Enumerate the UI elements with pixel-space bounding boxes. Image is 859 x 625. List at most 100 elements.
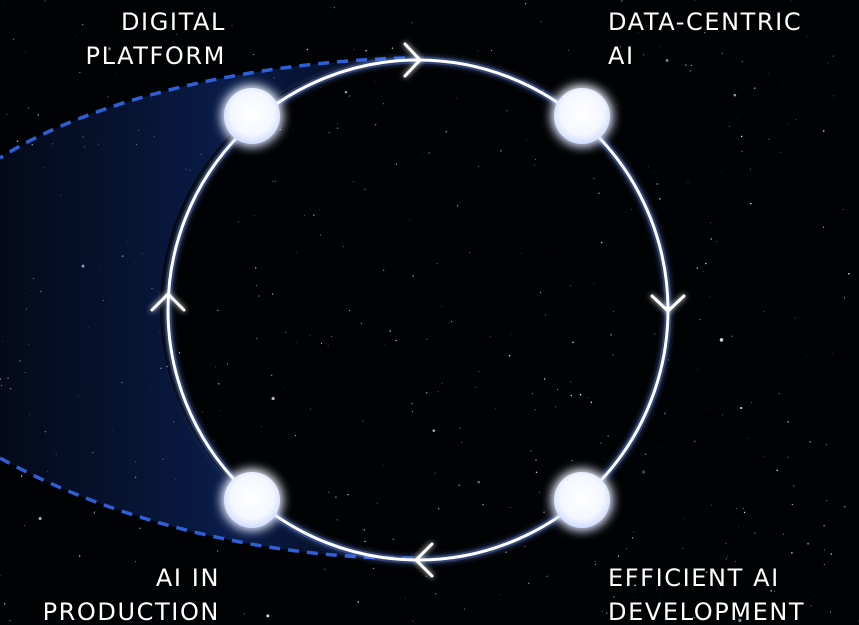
star xyxy=(795,119,797,121)
node-ai-in-production xyxy=(224,472,280,528)
star xyxy=(508,354,511,357)
star xyxy=(449,322,451,324)
star xyxy=(749,168,752,170)
star xyxy=(598,192,600,194)
star xyxy=(332,308,333,310)
star xyxy=(809,441,811,443)
star xyxy=(607,435,609,437)
star xyxy=(535,471,538,474)
star xyxy=(337,123,338,125)
arrow-bottom-left-icon xyxy=(414,542,434,578)
star xyxy=(709,296,710,298)
star xyxy=(690,64,692,66)
star xyxy=(644,425,645,426)
star xyxy=(44,0,46,2)
star xyxy=(617,555,620,557)
star xyxy=(27,107,30,109)
star xyxy=(383,464,385,466)
star xyxy=(570,394,573,397)
label-line: DIGITAL xyxy=(120,8,226,36)
star xyxy=(783,83,785,84)
star xyxy=(328,131,330,134)
star xyxy=(411,402,413,405)
star xyxy=(437,507,440,510)
star xyxy=(283,386,284,388)
star xyxy=(689,70,692,72)
star xyxy=(743,511,746,514)
star xyxy=(365,49,367,52)
star xyxy=(833,95,835,97)
star xyxy=(349,310,351,312)
star xyxy=(348,95,351,97)
star xyxy=(567,49,570,52)
star xyxy=(702,271,704,273)
star xyxy=(431,293,433,294)
star xyxy=(741,150,743,153)
star xyxy=(478,371,480,372)
star xyxy=(252,53,254,56)
star xyxy=(623,212,625,213)
star xyxy=(331,335,333,337)
star xyxy=(747,438,749,439)
star xyxy=(569,381,572,383)
star xyxy=(587,396,589,398)
star xyxy=(658,447,660,448)
star xyxy=(595,564,596,565)
star xyxy=(728,22,730,24)
star xyxy=(303,214,305,217)
star xyxy=(404,597,406,599)
star xyxy=(178,352,181,354)
star xyxy=(787,421,789,423)
star xyxy=(543,511,545,513)
star xyxy=(616,104,618,105)
star xyxy=(603,458,604,459)
star xyxy=(831,352,833,354)
star xyxy=(475,386,477,388)
star xyxy=(445,130,447,133)
star xyxy=(829,611,832,613)
star xyxy=(463,608,466,610)
star xyxy=(787,456,789,459)
star xyxy=(740,406,743,410)
star xyxy=(145,48,148,50)
star xyxy=(296,252,297,254)
star xyxy=(176,34,177,36)
star xyxy=(709,222,711,224)
star xyxy=(807,36,809,38)
star xyxy=(425,391,428,394)
star xyxy=(360,322,362,324)
star xyxy=(598,525,600,526)
star xyxy=(261,426,262,427)
label-line: PRODUCTION xyxy=(42,598,220,625)
star xyxy=(490,335,491,337)
star xyxy=(545,314,547,316)
star xyxy=(848,273,850,275)
star xyxy=(555,406,557,408)
star xyxy=(783,533,784,535)
star xyxy=(336,519,338,521)
star xyxy=(256,284,257,286)
star xyxy=(477,480,481,484)
star xyxy=(600,442,602,444)
star xyxy=(830,553,833,555)
star xyxy=(794,317,796,319)
star xyxy=(726,558,728,560)
star xyxy=(738,618,742,623)
star xyxy=(734,561,737,563)
star xyxy=(642,470,646,474)
star xyxy=(505,551,507,553)
star xyxy=(362,420,364,422)
star xyxy=(770,590,772,592)
star xyxy=(613,596,615,598)
star xyxy=(306,48,309,51)
star xyxy=(279,128,281,131)
star xyxy=(613,311,614,312)
star xyxy=(4,603,6,605)
star xyxy=(309,334,311,337)
label-efficient-ai-development: EFFICIENT AI DEVELOPMENT xyxy=(608,561,805,625)
star xyxy=(327,344,329,346)
star xyxy=(76,36,77,37)
star xyxy=(421,153,423,155)
label-line: AI IN xyxy=(155,564,220,592)
star xyxy=(653,171,655,173)
